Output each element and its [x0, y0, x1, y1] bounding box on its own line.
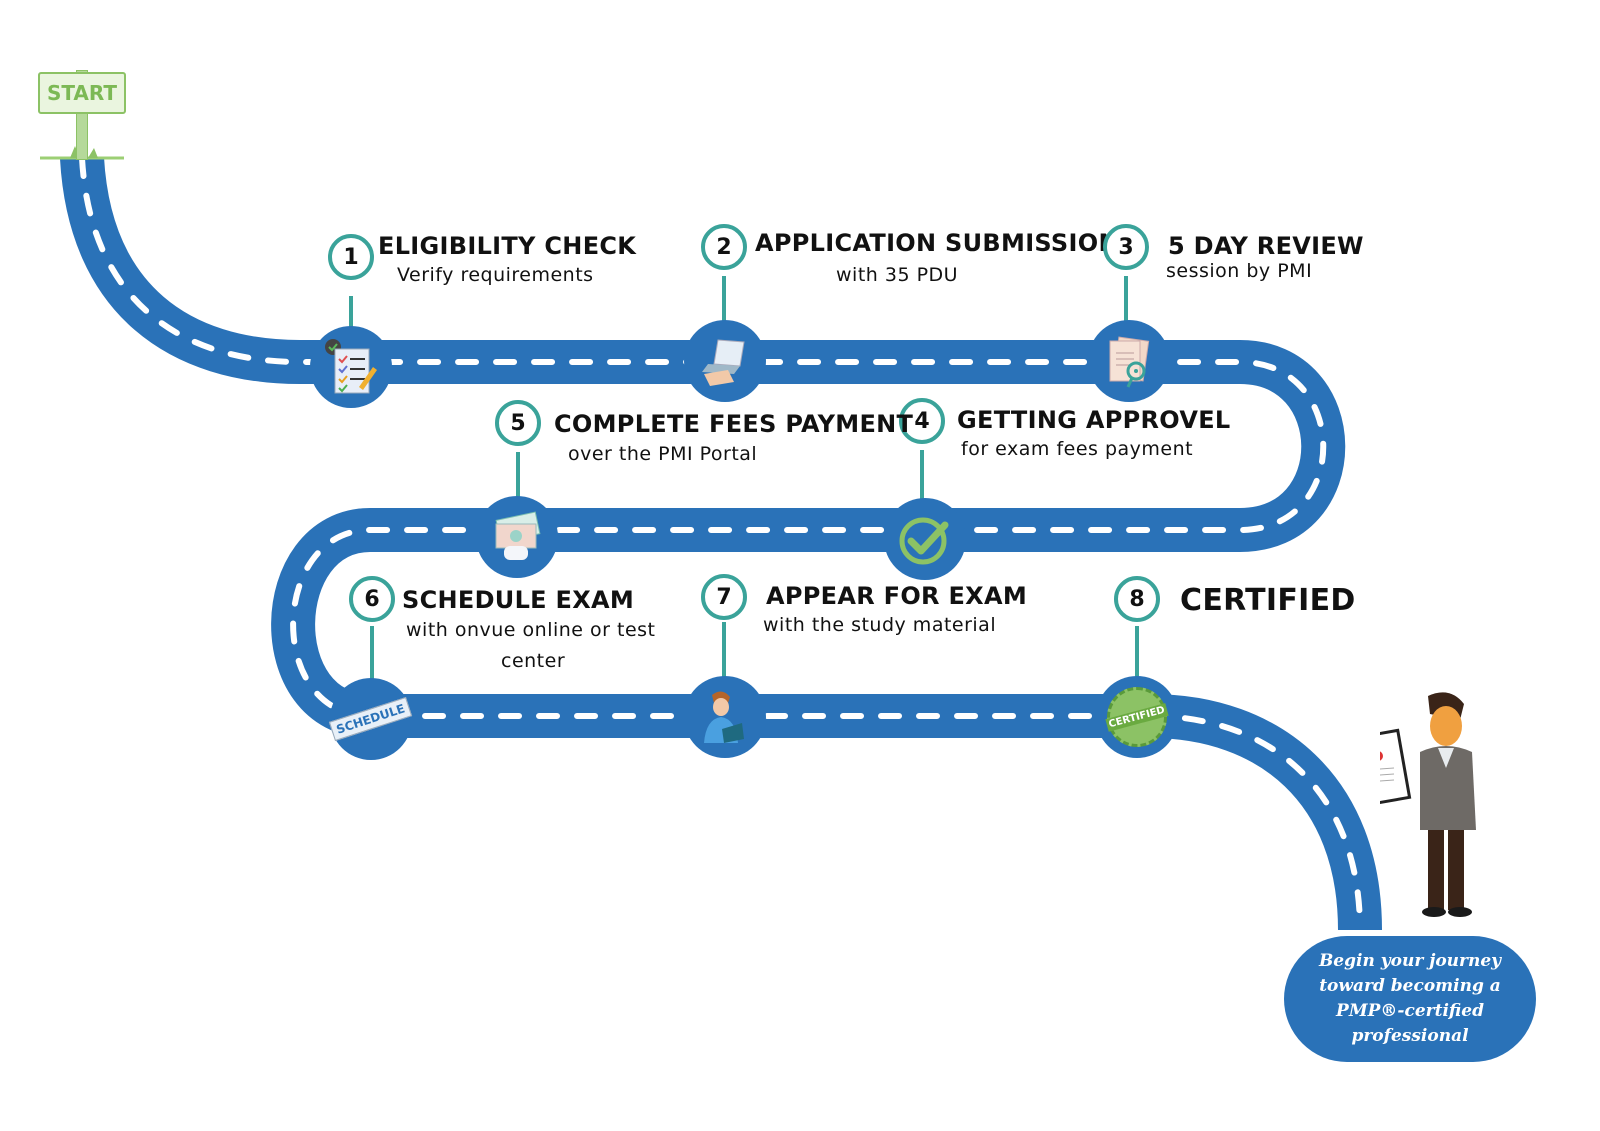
step-7-subtitle: with the study material	[763, 614, 997, 636]
final-message-line-1: Begin your journey	[1318, 951, 1502, 971]
final-message-line-3: PMP®-certified	[1336, 1001, 1484, 1021]
check-circle-icon	[899, 517, 949, 565]
step-8-title: CERTIFIED	[1180, 583, 1356, 618]
road-lane-markings	[79, 155, 1363, 933]
step-5-stem	[516, 452, 520, 498]
start-sign-label: START	[46, 81, 118, 105]
certified-stamp-icon: CERTIFIED	[1105, 687, 1169, 747]
step-8-badge: 8	[1114, 576, 1160, 622]
step-1-node	[310, 326, 392, 408]
step-4-node	[884, 498, 966, 580]
step-1-stem	[349, 296, 353, 336]
step-1-title: ELIGIBILITY CHECK	[378, 232, 637, 260]
step-7-badge: 7	[701, 574, 747, 620]
step-3-title: 5 DAY REVIEW	[1168, 232, 1364, 260]
step-6-subtitle-line2: center	[501, 650, 566, 672]
step-8-stem	[1135, 626, 1139, 678]
step-4-title: GETTING APPROVEL	[957, 406, 1231, 434]
step-4-subtitle: for exam fees payment	[961, 438, 1194, 460]
person-with-certificate-icon	[1380, 692, 1476, 917]
step-3-badge: 3	[1103, 224, 1149, 270]
step-6-title: SCHEDULE EXAM	[402, 586, 635, 614]
start-sign-board: START	[38, 72, 126, 114]
step-3-node	[1088, 320, 1170, 402]
start-sign: START	[36, 62, 128, 162]
step-4-stem	[920, 450, 924, 500]
step-7-stem	[722, 622, 726, 678]
cash-payment-icon	[495, 511, 541, 560]
step-5-title: COMPLETE FEES PAYMENT	[554, 410, 914, 438]
final-message-line-2: toward becoming a	[1319, 976, 1501, 996]
step-2-node	[684, 320, 766, 402]
student-reading-icon	[704, 691, 744, 743]
step-2-stem	[722, 276, 726, 322]
document-magnifier-icon	[1109, 336, 1150, 388]
laptop-icon	[702, 339, 745, 386]
step-8-node: CERTIFIED	[1096, 676, 1178, 758]
schedule-icon: SCHEDULE	[329, 696, 413, 742]
step-2-title: APPLICATION SUBMISSION	[755, 229, 1119, 257]
step-4-badge: 4	[899, 398, 945, 444]
checklist-icon	[325, 339, 377, 394]
step-6-badge: 6	[349, 576, 395, 622]
step-1-badge: 1	[328, 234, 374, 280]
step-2-badge: 2	[701, 224, 747, 270]
step-2-subtitle: with 35 PDU	[836, 264, 959, 286]
step-7-title: APPEAR FOR EXAM	[766, 582, 1028, 610]
step-6-node: SCHEDULE	[329, 678, 413, 760]
step-1-subtitle: Verify requirements	[397, 264, 594, 286]
step-6-subtitle-line1: with onvue online or test	[406, 619, 656, 641]
step-5-badge: 5	[495, 400, 541, 446]
step-3-stem	[1124, 276, 1128, 322]
step-5-subtitle: over the PMI Portal	[568, 443, 758, 465]
step-7-node	[684, 676, 766, 758]
final-message-line-4: professional	[1351, 1026, 1469, 1046]
step-6-stem	[370, 626, 374, 680]
step-5-node	[476, 496, 558, 578]
step-3-subtitle: session by PMI	[1166, 260, 1313, 282]
final-message: Begin your journey toward becoming a PMP…	[1284, 936, 1536, 1062]
